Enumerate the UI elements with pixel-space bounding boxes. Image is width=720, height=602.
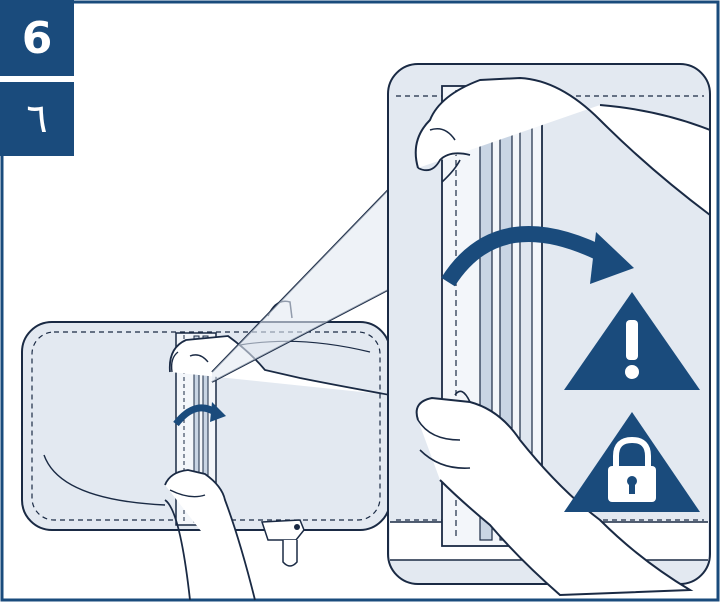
detail-panel	[387, 63, 711, 597]
zoom-lines	[211, 189, 389, 383]
padlock-icon	[564, 412, 700, 512]
step-divider	[0, 76, 74, 82]
overview-scene	[21, 300, 391, 601]
step-number: 6	[0, 0, 74, 76]
warning-triangle-icon	[564, 292, 700, 390]
step-number-arabic: ٦	[0, 82, 74, 156]
